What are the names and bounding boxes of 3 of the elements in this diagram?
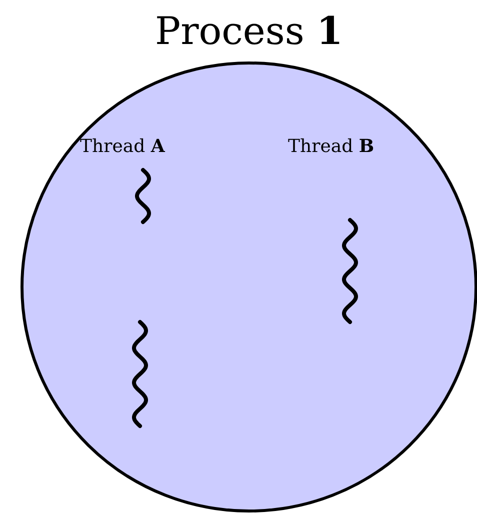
thread-label: Thread B xyxy=(288,136,374,157)
thread-label: Thread A xyxy=(80,136,165,157)
process-title: Process 1 xyxy=(154,8,344,53)
